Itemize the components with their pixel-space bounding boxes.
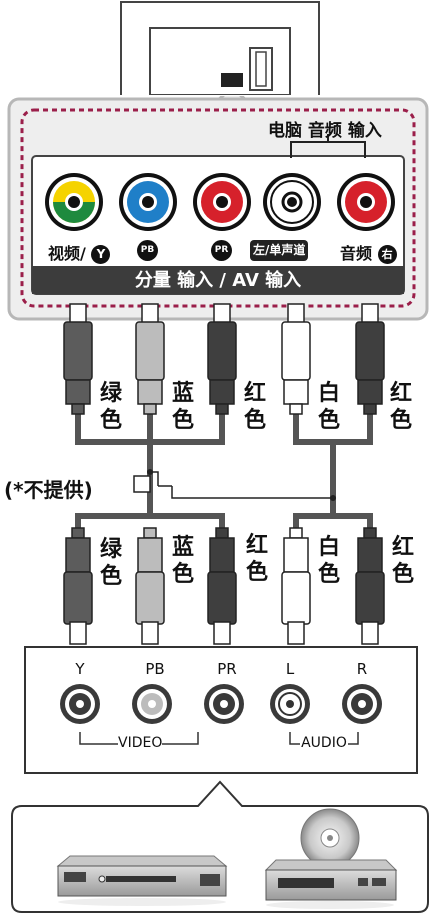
bottom-plug-red [207, 527, 237, 645]
bottom-label-white: 白色 [317, 535, 340, 587]
top-label-green: 绿色 [99, 381, 122, 433]
port-label-audio: 音频 右 [340, 240, 397, 264]
tv-back-outline [120, 0, 320, 96]
out-jack-y [60, 684, 100, 724]
top-plug-red [207, 303, 237, 415]
out-jack-l [270, 684, 310, 724]
jack-y-green-yellow [42, 170, 106, 238]
bottom-label-red: 红色 [245, 533, 268, 585]
audio-group-label: AUDIO [300, 735, 348, 751]
jack-audio-left-white [260, 170, 324, 238]
component-av-input-bar-label: 分量 输入 / AV 输入 [134, 270, 302, 291]
cable-assembly [0, 300, 437, 650]
right-badge: 右 [377, 245, 397, 264]
top-label-red: 红色 [243, 381, 266, 433]
top-plug-green [63, 303, 93, 415]
top-plug-red-audio [355, 303, 385, 415]
out-jack-pb [132, 684, 172, 724]
bottom-label-red-audio: 红色 [391, 535, 414, 587]
pr-badge: PR [211, 240, 232, 261]
port-label-video: 视频/ Y [48, 240, 111, 264]
jack-audio-right-red [334, 170, 398, 238]
jack-pr-red [190, 170, 254, 238]
top-label-blue: 蓝色 [171, 381, 194, 433]
disc-player-icon [262, 806, 400, 914]
y-badge: Y [91, 245, 111, 264]
bottom-plug-red-audio [355, 527, 385, 645]
bottom-plug-blue [135, 527, 165, 645]
out-label-r: R [356, 660, 368, 678]
out-jack-r [342, 684, 382, 724]
bottom-label-blue: 蓝色 [171, 535, 194, 587]
top-plug-blue [135, 303, 165, 415]
jack-pb-blue [116, 170, 180, 238]
out-label-y: Y [75, 660, 85, 678]
top-label-red-audio: 红色 [389, 381, 412, 433]
pb-badge: PB [137, 240, 158, 261]
out-label-pb: PB [145, 660, 165, 678]
bottom-plug-white [281, 527, 311, 645]
out-jack-pr [204, 684, 244, 724]
top-label-white: 白色 [317, 381, 340, 433]
bottom-plug-green [63, 527, 93, 645]
not-provided-note: (*不提供) [4, 478, 93, 502]
left-mono-badge: 左/单声道 [250, 240, 309, 261]
bottom-label-green: 绿色 [99, 537, 122, 589]
top-plug-white [281, 303, 311, 415]
out-label-pr: PR [217, 660, 237, 678]
dvd-player-icon [54, 852, 230, 912]
device-output-panel [24, 646, 418, 774]
video-group-label: VIDEO [118, 735, 163, 751]
out-label-l: L [285, 660, 295, 678]
pc-audio-input-label: 电脑 音频 输入 [268, 121, 382, 141]
